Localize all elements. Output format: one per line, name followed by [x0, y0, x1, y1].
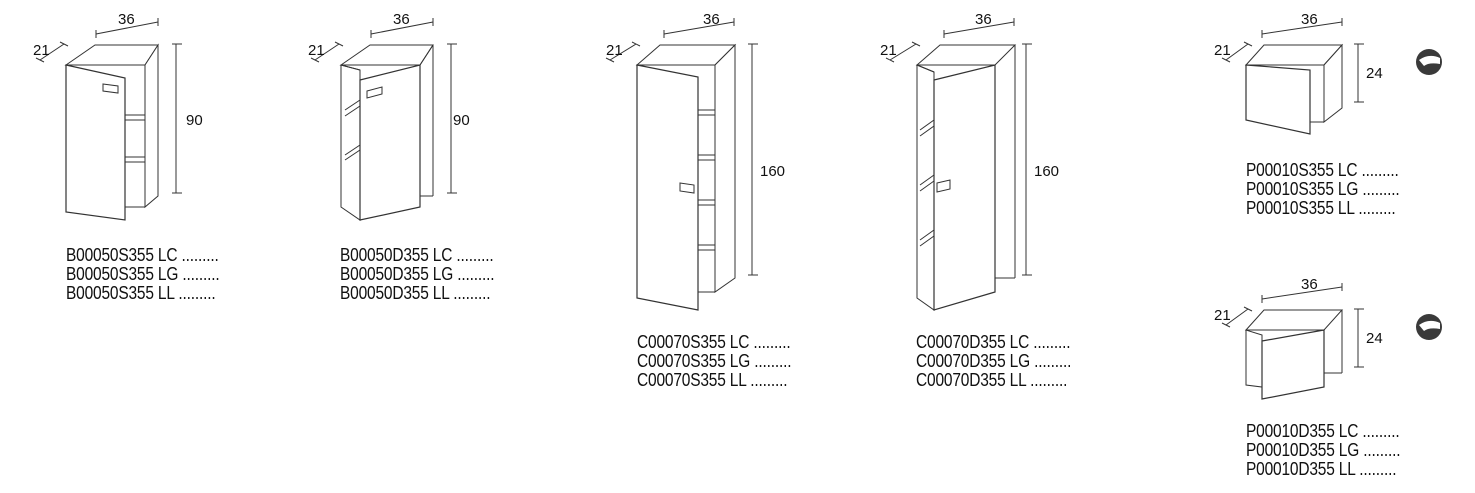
depth-dim-label: 21	[33, 42, 50, 59]
code-item: C00070S355 LC .........	[637, 332, 791, 352]
code-item: P00010D355 LC .........	[1246, 421, 1400, 441]
code-list: B00050D355 LC ......... B00050D355 LG ..…	[340, 245, 495, 303]
code-item: B00050S355 LC .........	[66, 245, 219, 265]
height-dim-label: 24	[1366, 330, 1383, 347]
height-dim-label: 24	[1366, 65, 1383, 82]
depth-dim-label: 21	[1214, 42, 1231, 59]
width-dim-label: 36	[393, 11, 410, 28]
cabinet-drawing-p00010d355: 36 21 24	[1214, 276, 1442, 400]
code-list: P00010S355 LC ......... P00010S355 LG ..…	[1246, 161, 1400, 218]
width-dim-label: 36	[118, 11, 135, 28]
code-item: C00070S355 LL .........	[637, 370, 788, 390]
height-dim-label: 160	[760, 163, 785, 180]
cabinet-unit-c00070s355: 36 21 160 C00070S355 LC ......... C00070…	[570, 0, 870, 410]
code-item: P00010S355 LG .........	[1246, 179, 1400, 199]
code-item: P00010D355 LG .........	[1246, 440, 1401, 460]
code-item: B00050S355 LG .........	[66, 264, 220, 284]
height-dim-label: 90	[186, 112, 203, 129]
width-dim-label: 36	[1301, 276, 1318, 293]
cabinet-drawing-p00010s355: 36 21 24	[1214, 11, 1442, 135]
cabinet-drawing-c00070d355: 36 21 160	[880, 11, 1059, 311]
code-list: C00070D355 LC ......... C00070D355 LG ..…	[916, 333, 1071, 390]
cabinet-unit-b00050d355: 36 21 90 B00050D355 LC ......... B00050D…	[275, 0, 575, 320]
cabinet-unit-p00010d355: 36 21 24 P00010D355 LC ......... P00010D…	[1200, 265, 1475, 493]
rotation-icon	[1416, 314, 1442, 340]
cabinet-unit-b00050s355: 36 21 90 B00050S355 LC ......... B00050S…	[0, 0, 300, 320]
code-list: B00050S355 LC ......... B00050S355 LG ..…	[66, 246, 220, 303]
code-item: B00050D355 LL .........	[340, 283, 491, 303]
depth-dim-label: 21	[880, 42, 897, 59]
height-dim-label: 160	[1034, 163, 1059, 180]
code-item: C00070D355 LG .........	[916, 351, 1072, 371]
code-item: C00070D355 LC .........	[916, 332, 1071, 352]
cabinet-unit-p00010s355: 36 21 24 P00010S355 LC ......... P00010S…	[1200, 0, 1475, 230]
rotation-icon	[1416, 49, 1442, 75]
depth-dim-label: 21	[606, 42, 623, 59]
width-dim-label: 36	[703, 11, 720, 28]
depth-dim-label: 21	[308, 42, 325, 59]
code-list: P00010D355 LC ......... P00010D355 LG ..…	[1246, 421, 1401, 479]
width-dim-label: 36	[1301, 11, 1318, 28]
code-item: P00010S355 LC .........	[1246, 160, 1399, 180]
code-list: C00070S355 LC ......... C00070S355 LG ..…	[637, 332, 792, 390]
cabinet-drawing-b00050s355: 36 21 90	[33, 11, 203, 221]
code-item: P00010D355 LL .........	[1246, 459, 1397, 479]
depth-dim-label: 21	[1214, 307, 1231, 324]
code-item: C00070S355 LG .........	[637, 351, 792, 371]
code-item: C00070D355 LL .........	[916, 370, 1068, 390]
code-item: B00050D355 LC .........	[340, 245, 494, 265]
code-item: B00050S355 LL .........	[66, 283, 216, 303]
height-dim-label: 90	[453, 112, 470, 129]
cabinet-drawing-c00070s355: 36 21 160	[605, 11, 785, 311]
code-item: P00010S355 LL .........	[1246, 198, 1396, 218]
width-dim-label: 36	[975, 11, 992, 28]
cabinet-unit-c00070d355: 36 21 160 C00070D355 LC ......... C00070…	[850, 0, 1150, 410]
cabinet-drawing-b00050d355: 36 21 90	[308, 11, 470, 221]
code-item: B00050D355 LG .........	[340, 264, 495, 284]
